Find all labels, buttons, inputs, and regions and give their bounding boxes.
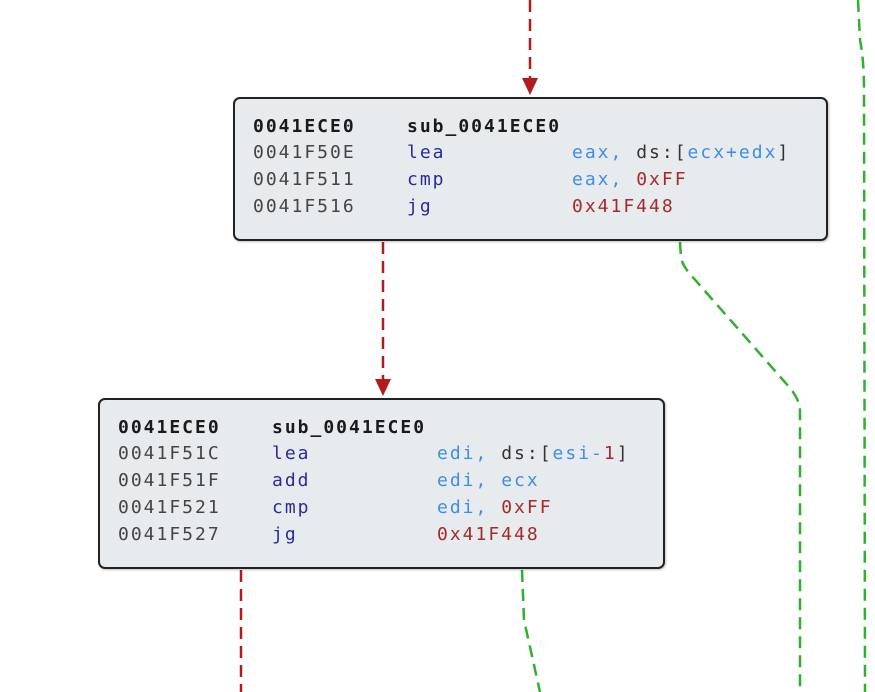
operand-text: ds:[ [623,142,688,163]
operand-text [488,470,501,491]
operand-text [488,497,501,518]
instruction-line[interactable]: 0041F516 jg 0x41F448 [235,193,826,220]
instruction-operands: 0x41F448 [437,521,540,548]
instruction-mnemonic: lea [407,142,446,163]
instruction-mnemonic: add [272,470,311,491]
register-operand: edi, [437,497,489,518]
operand-text: ] [616,443,630,464]
register-operand: edi, [437,443,489,464]
immediate-operand: 0x41F448 [437,524,540,545]
instruction-line[interactable]: 0041F50E lea eax, ds:[ecx+edx] [235,139,826,166]
instruction-address: 0041F527 [118,524,221,545]
instruction-mnemonic: lea [272,443,311,464]
instruction-line[interactable]: 0041F51F add edi, ecx [100,467,663,494]
instruction-line[interactable]: 0041F527 jg 0x41F448 [100,521,663,548]
instruction-line[interactable]: 0041F521 cmp edi, 0xFF [100,494,663,521]
instruction-address: 0041F516 [253,196,356,217]
instruction-operands: eax, 0xFF [572,166,688,193]
edge-jump-from-block1 [678,241,802,692]
edge-jump-from-block2 [520,569,542,692]
operand-text [623,169,636,190]
operand-text: ] [777,142,791,163]
basic-block-1[interactable]: 0041ECE0 sub_0041ECE0 0041F50E lea eax, ds:[… [233,97,828,241]
block-header: 0041ECE0 sub_0041ECE0 [235,113,826,140]
instruction-address: 0041F511 [253,169,356,190]
register-operand: eax, [572,169,624,190]
operand-text: ds:[ [488,443,553,464]
function-name: sub_0041ECE0 [272,417,427,438]
register-operand: ecx+edx [687,142,778,163]
register-operand: eax, [572,142,624,163]
register-operand: edi, [437,470,489,491]
register-operand: ecx [501,470,540,491]
edge-jump-right [856,0,867,692]
instruction-address: 0041F51F [118,470,221,491]
basic-block-2[interactable]: 0041ECE0 sub_0041ECE0 0041F51C lea edi, ds:[… [98,398,665,569]
block-address: 0041ECE0 [253,116,356,137]
instruction-address: 0041F50E [253,142,356,163]
immediate-operand: 1 [603,443,617,464]
instruction-address: 0041F51C [118,443,221,464]
instruction-operands: edi, ecx [437,467,540,494]
instruction-mnemonic: jg [272,524,298,545]
instruction-mnemonic: cmp [407,169,446,190]
block-address: 0041ECE0 [118,417,221,438]
instruction-operands: 0x41F448 [572,193,675,220]
register-operand: esi- [552,443,604,464]
instruction-operands: edi, 0xFF [437,494,553,521]
immediate-operand: 0xFF [636,169,688,190]
arrow-head-icon [522,78,538,95]
immediate-operand: 0xFF [501,497,553,518]
instruction-mnemonic: cmp [272,497,311,518]
function-name: sub_0041ECE0 [407,116,562,137]
instruction-operands: eax, ds:[ecx+edx] [572,139,790,166]
block-header: 0041ECE0 sub_0041ECE0 [100,414,663,441]
immediate-operand: 0x41F448 [572,196,675,217]
instruction-operands: edi, ds:[esi-1] [437,440,630,467]
instruction-mnemonic: jg [407,196,433,217]
instruction-line[interactable]: 0041F511 cmp eax, 0xFF [235,166,826,193]
instruction-line[interactable]: 0041F51C lea edi, ds:[esi-1] [100,440,663,467]
arrow-head-icon [375,379,391,396]
instruction-address: 0041F521 [118,497,221,518]
